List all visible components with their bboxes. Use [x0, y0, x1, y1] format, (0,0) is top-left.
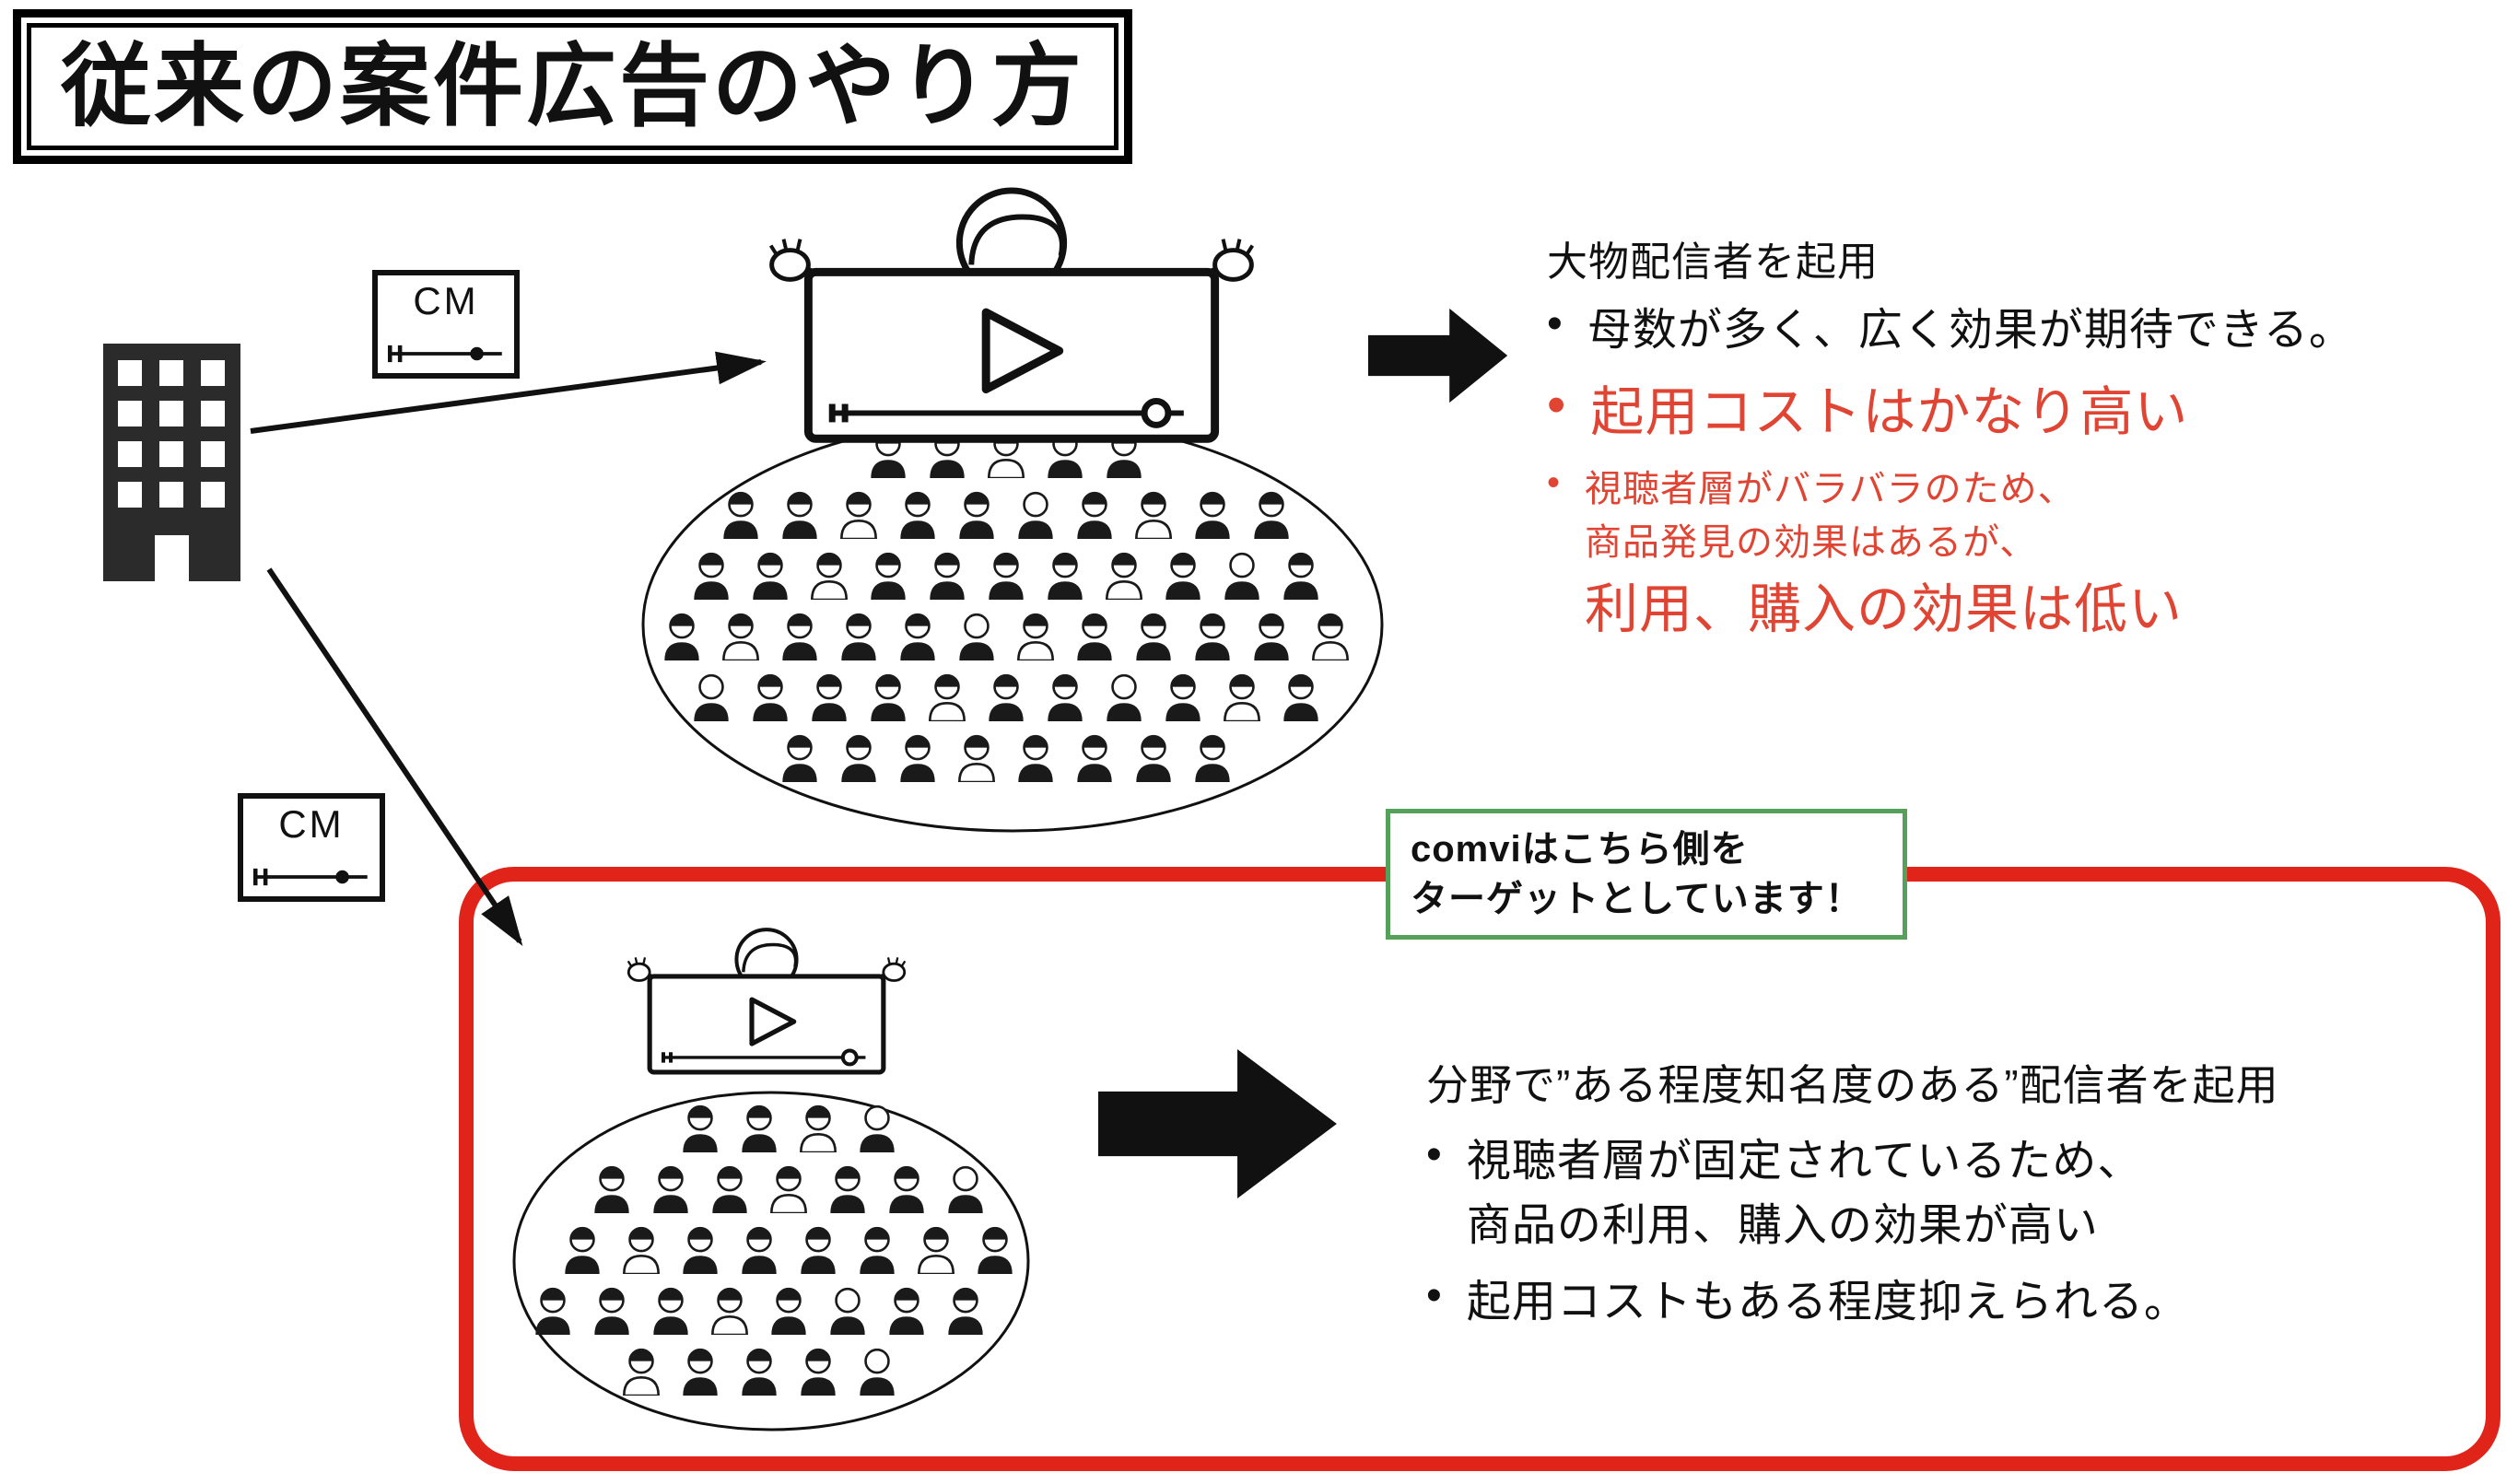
bottom-bullet-audience-line1: 視聴者層が固定されているため、 — [1466, 1137, 2143, 1186]
top-result-heading: 大物配信者を起用 — [1547, 240, 1879, 285]
bullet-dot — [1426, 1270, 1443, 1321]
bottom-bullet-audience: 視聴者層が固定されているため、 商品の利用、購入の効果が高い — [1426, 1129, 2495, 1257]
callout-line1: comviはこちら側を — [1411, 829, 1749, 870]
cm-progressbar-icon — [252, 868, 368, 886]
top-bullet-reach: 母数が多く、広く効果が期待できる。 — [1547, 298, 2518, 363]
bullet-dot — [1547, 374, 1566, 436]
small-audience-crowd — [512, 1091, 1030, 1431]
top-bullet-audience-line2: 商品発見の効果はあるが、 — [1585, 521, 2038, 563]
page-title: 従来の案件広告のやり方 — [61, 35, 1085, 136]
cm-label: CM — [413, 279, 479, 322]
top-result-text: 大物配信者を起用 母数が多く、広く効果が期待できる。 起用コストはかなり高い 視… — [1547, 228, 2518, 655]
bottom-bullet-audience-line2: 商品の利用、購入の効果が高い — [1466, 1200, 2099, 1250]
bottom-result-text: 分野で”ある程度知名度のある”配信者を起用 視聴者層が固定されているため、 商品… — [1426, 1052, 2495, 1348]
cm-label: CM — [278, 802, 345, 846]
arrow-right-top-icon — [1368, 307, 1509, 404]
title-box: 従来の案件広告のやり方 — [13, 9, 1133, 164]
top-bullet-audience: 視聴者層がバラバラのため、 商品発見の効果はあるが、 利用、購入の効果は低い — [1547, 462, 2518, 644]
arrow-right-bottom-icon — [1098, 1046, 1340, 1201]
cm-progressbar-icon — [387, 345, 502, 363]
cm-video-icon-top: CM — [372, 270, 520, 379]
comvi-target-callout: comviはこちら側を ターゲットとしています！ — [1386, 809, 1907, 940]
top-bullet-audience-line1: 視聴者層がバラバラのため、 — [1585, 468, 2076, 509]
callout-line2: ターゲットとしています！ — [1411, 879, 1863, 919]
niche-streamer-illustration — [619, 926, 914, 1094]
large-audience-crowd — [641, 416, 1384, 833]
top-bullet-cost: 起用コストはかなり高い — [1547, 374, 2518, 451]
big-streamer-illustration — [755, 184, 1269, 477]
bullet-dot — [1547, 298, 1564, 349]
bullet-dot — [1547, 462, 1561, 504]
bottom-bullet-cost: 起用コストもある程度抑えられる。 — [1426, 1270, 2495, 1335]
title-inner-border: 従来の案件広告のやり方 — [27, 23, 1119, 150]
top-bullet-audience-line3: 利用、購入の効果は低い — [1585, 578, 2184, 639]
bullet-dot — [1426, 1129, 1443, 1180]
company-building-icon — [103, 344, 240, 581]
bottom-result-heading: 分野で”ある程度知名度のある”配信者を起用 — [1426, 1061, 2279, 1109]
cm-video-icon-bottom: CM — [238, 793, 385, 902]
